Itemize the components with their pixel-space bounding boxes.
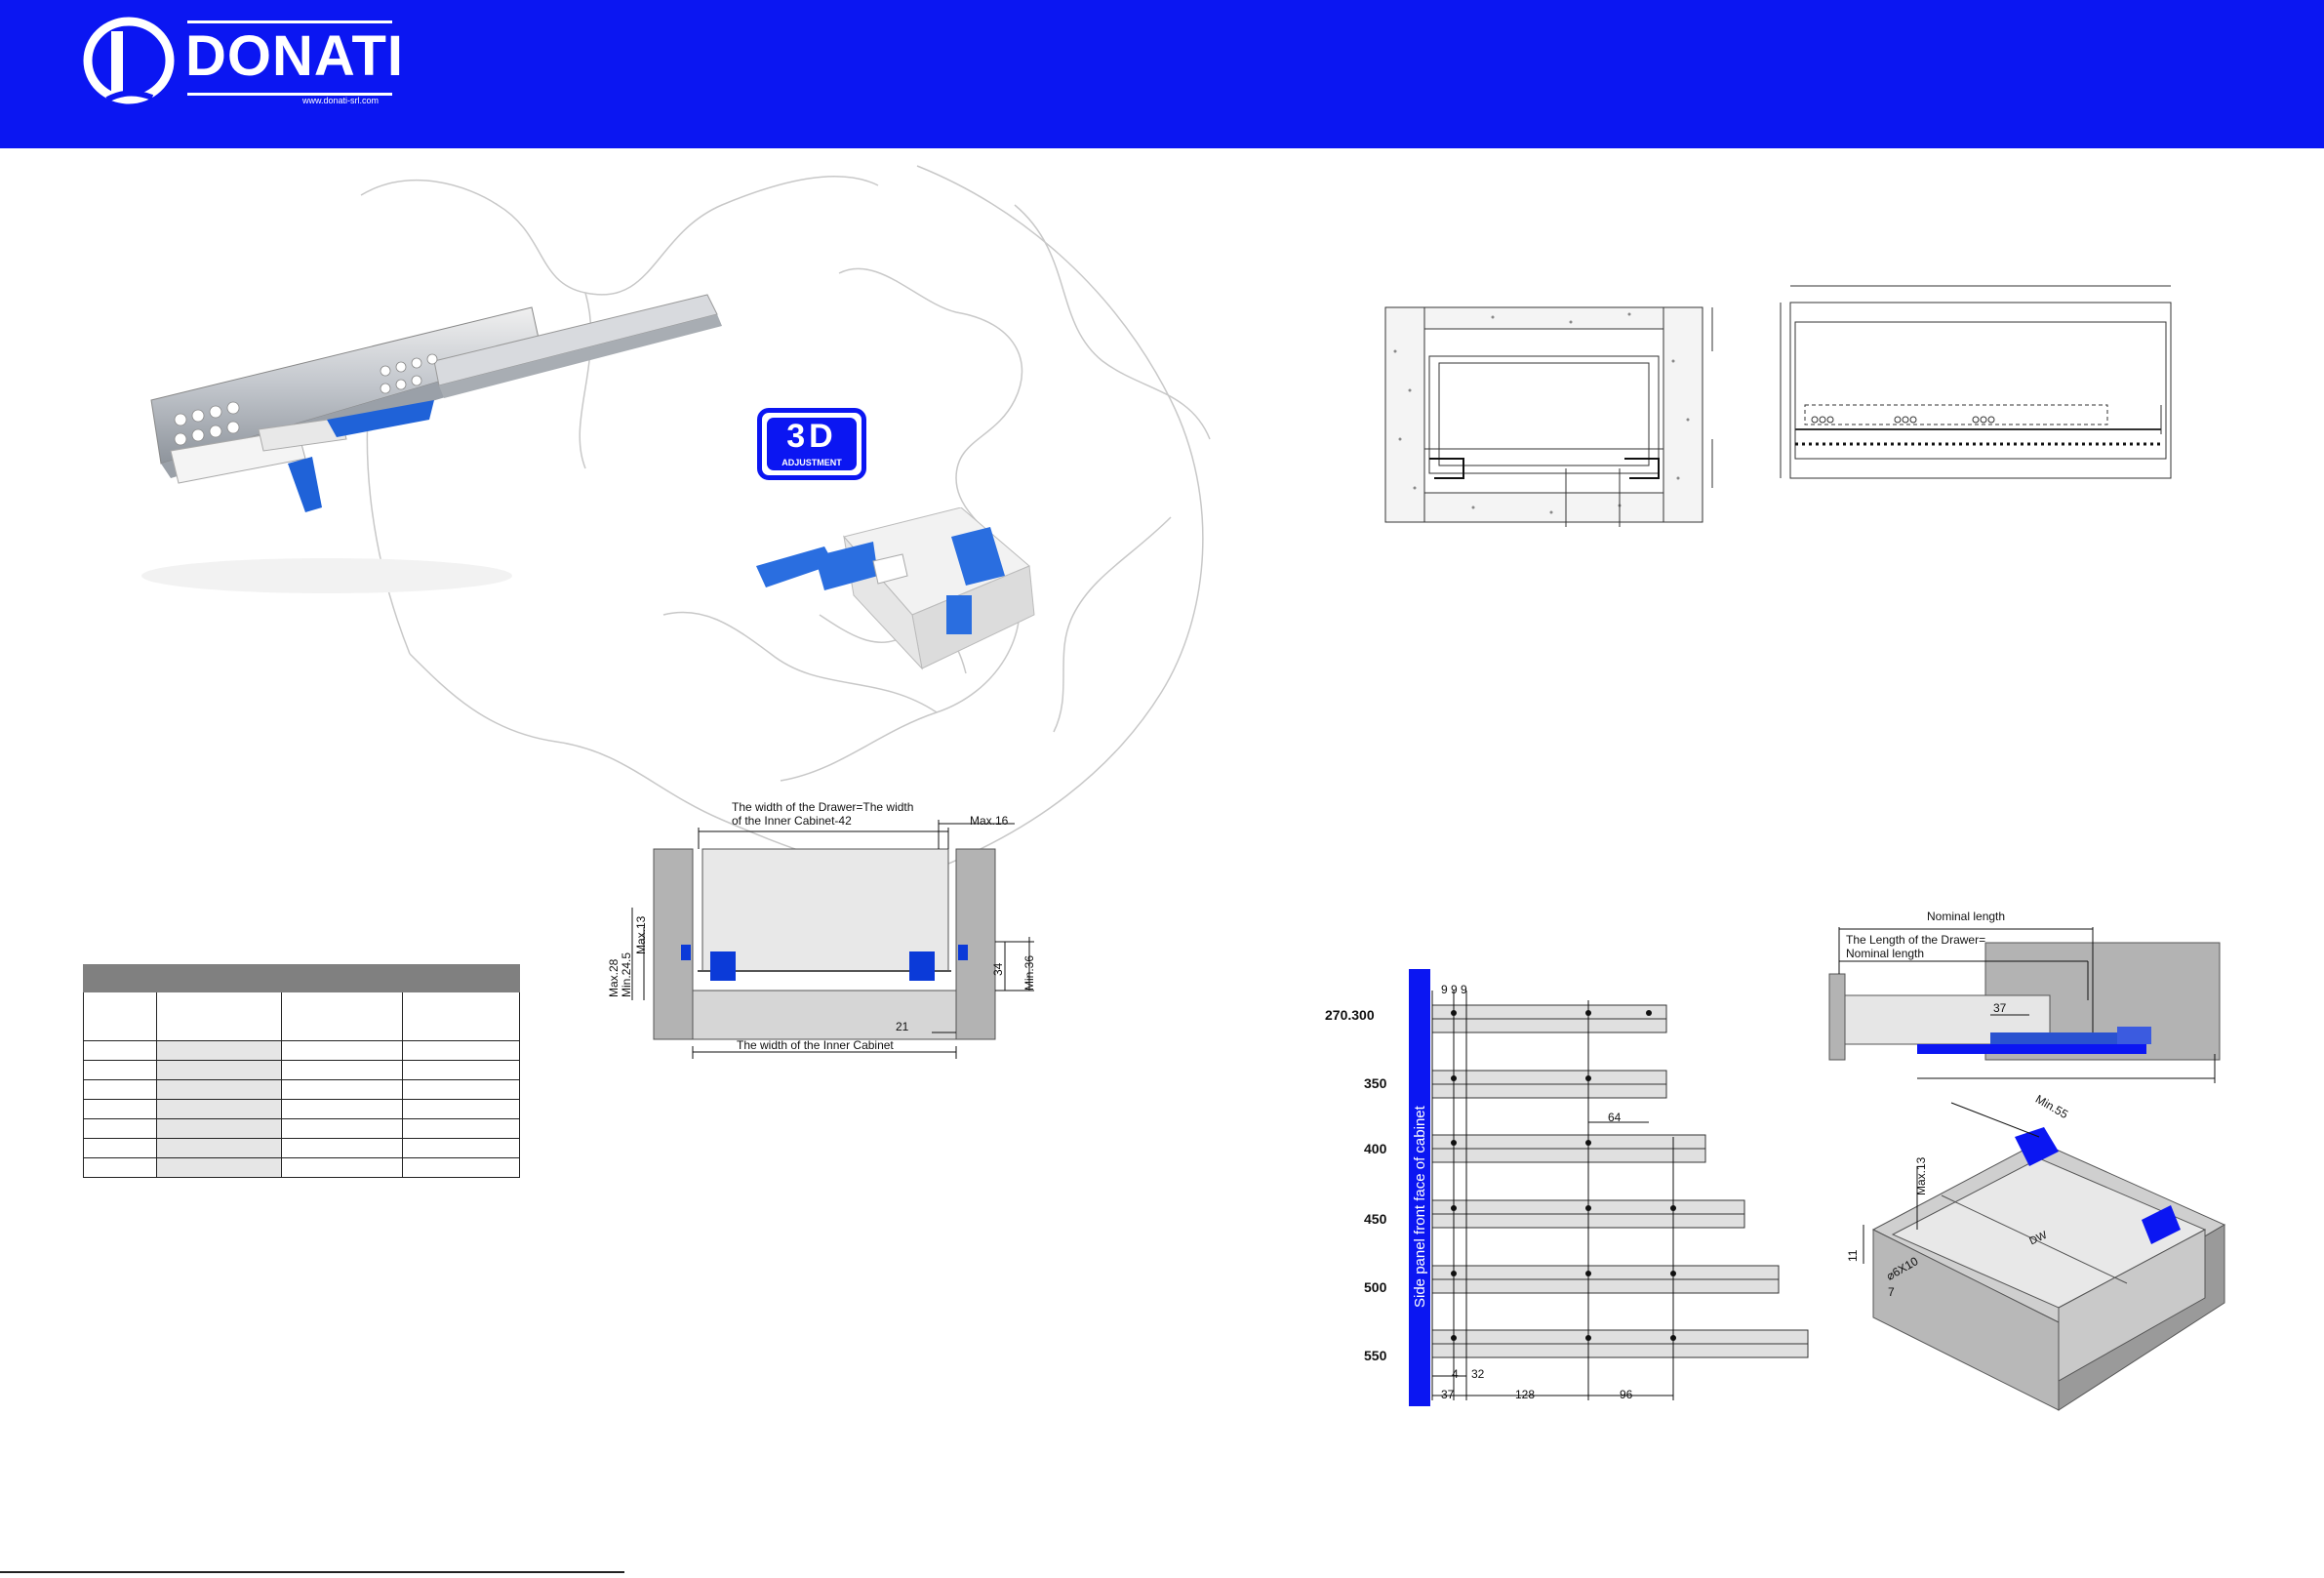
min245-label: Min.24.5: [620, 951, 633, 997]
header-bar: DONATI www.donati-srl.com: [0, 0, 2324, 148]
cabinet-section-drawing: [1384, 306, 1713, 527]
spec-table-header: [83, 964, 520, 992]
nominal-length-diagram: Nominal length The Length of the Drawer=…: [1824, 908, 2224, 1088]
dim96-label: 96: [1620, 1388, 1633, 1401]
donati-logo[interactable]: DONATI www.donati-srl.com: [78, 12, 403, 109]
dim37-label: 37: [1441, 1388, 1455, 1401]
logo-mark-icon: [83, 17, 175, 104]
length-label-270: 270.300: [1325, 1007, 1375, 1023]
drawer-width-label-2: of the Inner Cabinet-42: [732, 814, 852, 828]
length-label-350: 350: [1364, 1075, 1387, 1091]
iso-dim11-label: 11: [1846, 1249, 1860, 1262]
max28-label: Max.28: [607, 958, 621, 997]
spec-table: [83, 964, 520, 1178]
max16-label: Max.16: [970, 814, 1009, 828]
dim64-label: 64: [1608, 1111, 1622, 1124]
length-label-550: 550: [1364, 1348, 1387, 1363]
drawer-iso-drawing: [1863, 1102, 2226, 1411]
table-row: [83, 1099, 520, 1119]
drawer-length-label-2: Nominal length: [1846, 947, 1925, 960]
logo-rule-top: [187, 20, 392, 23]
table-row: [83, 1060, 520, 1080]
nominal-length-drawing: [1828, 927, 2221, 1083]
table-row: [83, 1118, 520, 1139]
badge-3d-text: 3D: [786, 418, 837, 455]
dim21-label: 21: [896, 1020, 909, 1033]
iso-max13-label: Max.13: [1914, 1156, 1928, 1195]
brand-name: DONATI: [185, 24, 405, 88]
min36-label: Min.36: [1022, 954, 1036, 991]
drawer-side-section-drawing: [1780, 285, 2172, 479]
drawer-length-label-1: The Length of the Drawer=: [1846, 933, 1986, 947]
drawer-iso-diagram: Min.55 Max.13 11 ⌀6X10 7 DW: [1844, 1092, 2234, 1420]
undermount-rail-photo: [141, 294, 722, 593]
logo-rule-bottom: [187, 93, 392, 96]
front-face-bar: [1409, 969, 1430, 1406]
top-dims-label: 9 9 9: [1441, 983, 1467, 996]
dim32-label: 32: [1471, 1367, 1485, 1381]
dim4-label: 4: [1452, 1367, 1459, 1381]
dim128-label: 128: [1515, 1388, 1536, 1401]
iso-dim7-label: 7: [1888, 1285, 1895, 1299]
locking-device-photo: [756, 507, 1035, 670]
table-row: [83, 1138, 520, 1158]
inner-cabinet-label: The width of the Inner Cabinet: [737, 1038, 894, 1052]
table-row: [83, 1079, 520, 1100]
brand-url[interactable]: www.donati-srl.com: [302, 96, 380, 105]
rail-bars-drawing: [1431, 991, 1809, 1400]
nominal-length-label: Nominal length: [1927, 910, 2006, 923]
rail-hole-chart: Side panel front face of cabinet 9 9 9 2…: [1307, 961, 1815, 1410]
badge-adjustment-text: ADJUSTMENT: [781, 458, 842, 467]
drawer-width-drawing: [631, 820, 1034, 1059]
max13-label: Max.13: [634, 915, 648, 954]
dim34-label: 34: [991, 962, 1005, 976]
footer-rule: [0, 1571, 624, 1573]
length-label-500: 500: [1364, 1279, 1387, 1295]
length-label-400: 400: [1364, 1141, 1387, 1156]
spec-table-subheader: [83, 991, 520, 1041]
table-row: [83, 1040, 520, 1061]
3d-adjustment-badge: 3D ADJUSTMENT: [757, 408, 866, 480]
length-label-450: 450: [1364, 1211, 1387, 1227]
drawer-width-diagram: The width of the Drawer=The width of the…: [605, 790, 1044, 1064]
nominal-dim37-label: 37: [1993, 1001, 2007, 1015]
table-row: [83, 1157, 520, 1178]
drawer-width-label-1: The width of the Drawer=The width: [732, 800, 914, 814]
